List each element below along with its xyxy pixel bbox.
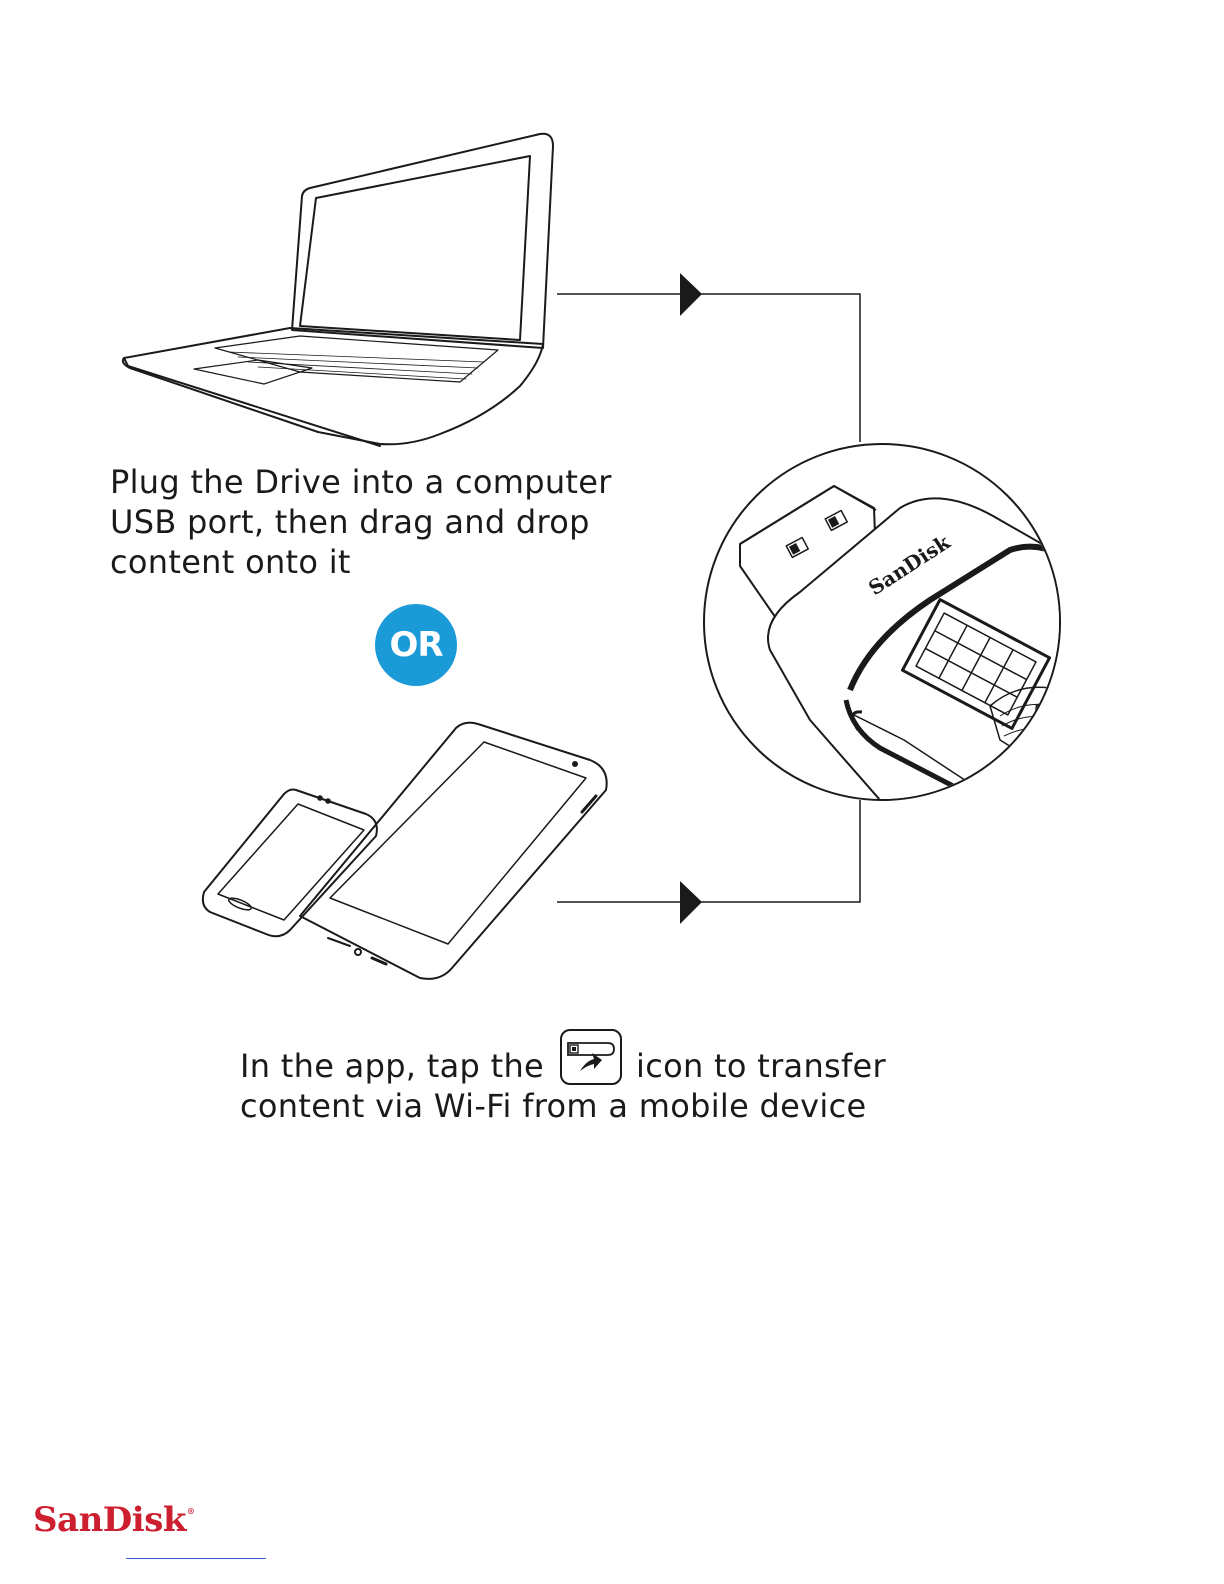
- mobile-devices-illustration: [203, 723, 607, 979]
- drive-closeup: [704, 444, 1070, 800]
- sandisk-logo: SanDisk®: [33, 1500, 194, 1540]
- computer-step-line: content onto it: [110, 542, 612, 582]
- footer-rule: [126, 1558, 266, 1559]
- arrow-right-icon: [680, 881, 702, 924]
- mobile-step-text-before: In the app, tap the: [240, 1047, 544, 1085]
- or-badge: OR: [375, 604, 457, 686]
- brand-name: SanDisk: [33, 1500, 186, 1540]
- laptop-illustration: [123, 134, 553, 446]
- computer-step-caption: Plug the Drive into a computer USB port,…: [110, 462, 612, 582]
- mobile-step-text-after: icon to transfer: [636, 1047, 886, 1085]
- mobile-step-caption: In the app, tap the icon to transfer con…: [240, 1029, 886, 1126]
- mobile-step-line-2: content via Wi-Fi from a mobile device: [240, 1086, 886, 1126]
- computer-step-line: Plug the Drive into a computer: [110, 462, 612, 502]
- arrow-right-icon: [680, 273, 702, 316]
- trademark-symbol: ®: [187, 1506, 195, 1516]
- computer-step-line: USB port, then drag and drop: [110, 502, 612, 542]
- mobile-step-line-1: In the app, tap the icon to transfer: [240, 1029, 886, 1086]
- drive-transfer-icon: [560, 1029, 622, 1085]
